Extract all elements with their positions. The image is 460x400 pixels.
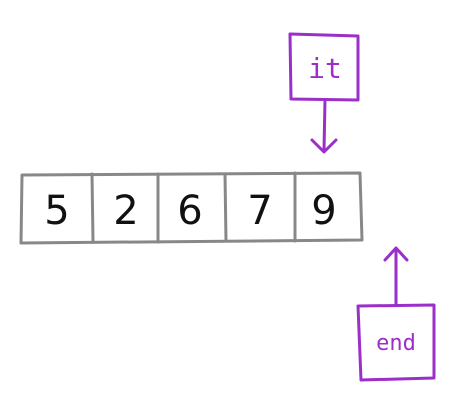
array-values: 5 2 6 7 9 [44, 188, 336, 234]
array-cell-3: 7 [247, 188, 272, 234]
cell-divider [90, 172, 95, 244]
array-cell-0: 5 [44, 188, 69, 234]
it-pointer [288, 32, 360, 154]
end-pointer [356, 246, 436, 382]
array-cell-2: 6 [177, 188, 202, 234]
array [19, 171, 364, 245]
end-arrow-head [383, 246, 409, 262]
it-arrow-shaft [322, 98, 327, 152]
it-label: it [308, 52, 342, 85]
cell-divider [223, 172, 228, 243]
end-box [356, 303, 436, 382]
it-arrow-head [310, 138, 338, 154]
end-label: end [376, 331, 416, 356]
array-cell-4: 9 [311, 188, 336, 234]
it-box [288, 32, 360, 102]
array-outline [19, 171, 364, 245]
array-cell-1: 2 [113, 188, 138, 234]
